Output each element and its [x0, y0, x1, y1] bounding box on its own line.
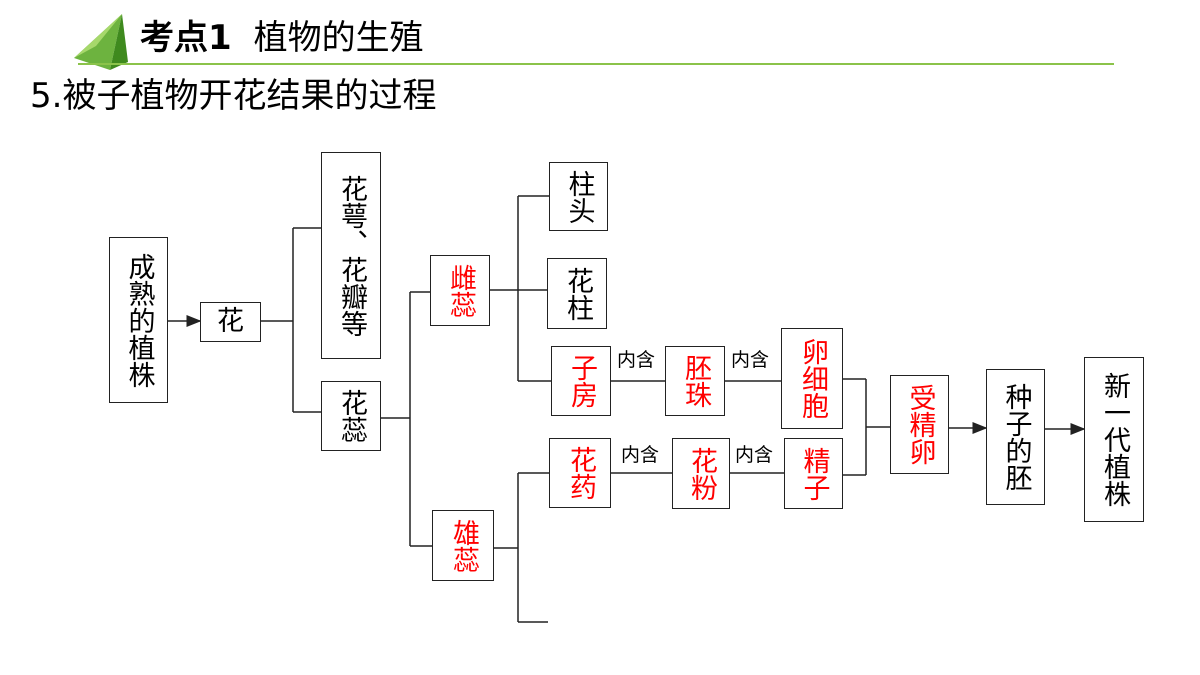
node-seed-embryo: 种子的胚	[986, 369, 1045, 505]
header-divider	[78, 63, 1114, 65]
node-mature-plant: 成熟的植株	[109, 237, 168, 403]
topic-title: 植物的生殖	[253, 18, 424, 58]
edge-label-ovary-ovule: 内含	[617, 349, 656, 371]
node-sperm: 精子	[784, 438, 843, 509]
edge-label-anther-pollen: 内含	[621, 444, 660, 466]
node-pollen: 花粉	[672, 438, 730, 509]
edge-label-ovule-egg: 内含	[731, 349, 770, 371]
node-flower: 花	[200, 302, 261, 342]
edge-label-pollen-sperm: 内含	[735, 444, 774, 466]
node-stigma: 柱头	[549, 162, 608, 231]
node-egg-cell: 卵细胞	[781, 328, 843, 429]
header-title: 考点1 植物的生殖	[140, 16, 424, 60]
section-subtitle: 5.被子植物开花结果的过程	[30, 76, 437, 116]
node-pistil: 雌蕊	[430, 255, 490, 326]
node-stamen: 雄蕊	[432, 510, 494, 581]
node-new-plant: 新一代植株	[1084, 357, 1144, 522]
node-stamens-pistils: 花蕊	[321, 381, 381, 451]
node-ovule: 胚珠	[665, 346, 725, 416]
node-ovary: 子房	[551, 346, 611, 416]
node-anther: 花药	[549, 438, 611, 508]
green-pyramid-icon	[74, 14, 128, 70]
node-fertilized-egg: 受精卵	[890, 375, 949, 474]
node-style: 花柱	[547, 258, 607, 329]
topic-label: 考点1	[140, 18, 232, 58]
node-sepals-petals: 花萼、花瓣等	[321, 152, 381, 359]
